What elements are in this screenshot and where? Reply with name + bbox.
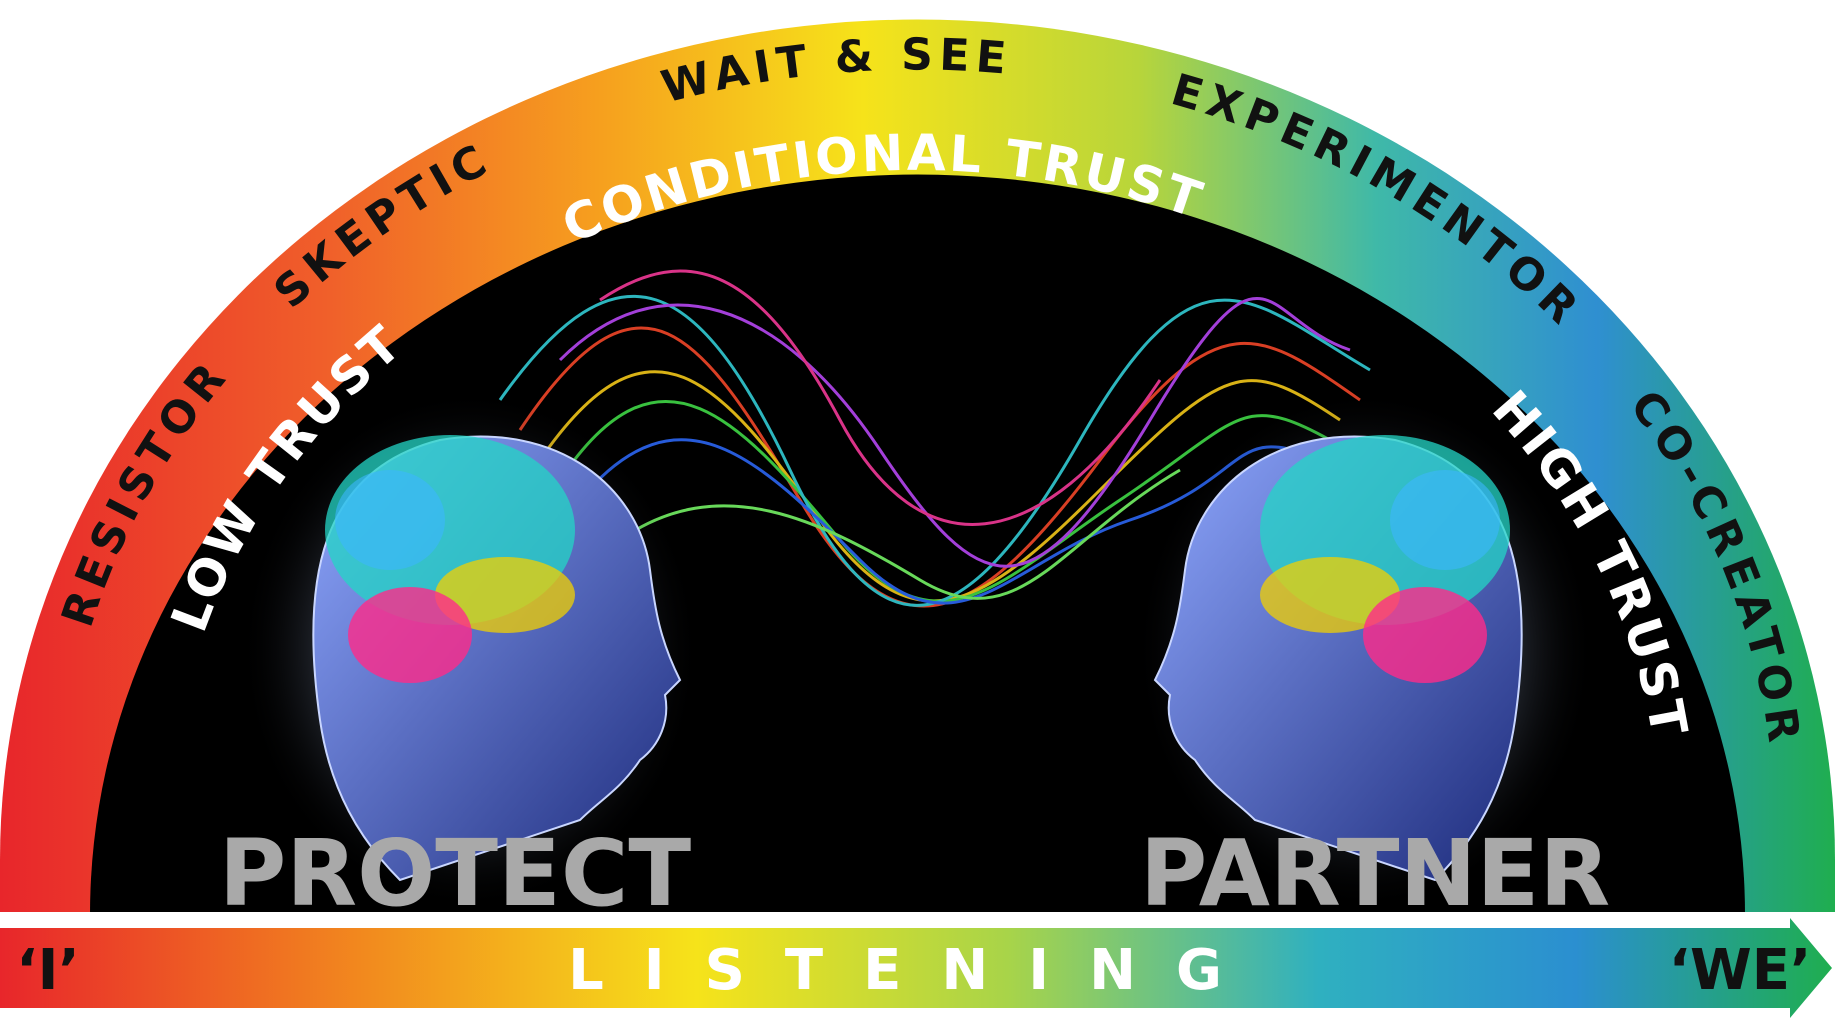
arrow-label-i: ‘I’ — [16, 938, 79, 1003]
right-head — [1135, 390, 1595, 910]
partner-word: PARTNER — [1140, 820, 1610, 927]
left-head — [240, 390, 700, 910]
arrow-label-we: ‘WE’ — [1669, 938, 1812, 1003]
separator-line — [0, 912, 1835, 922]
listening-arrow — [0, 918, 1832, 1018]
arrow-label-listening: LISTENING — [568, 938, 1262, 1003]
protect-word: PROTECT — [219, 820, 692, 927]
